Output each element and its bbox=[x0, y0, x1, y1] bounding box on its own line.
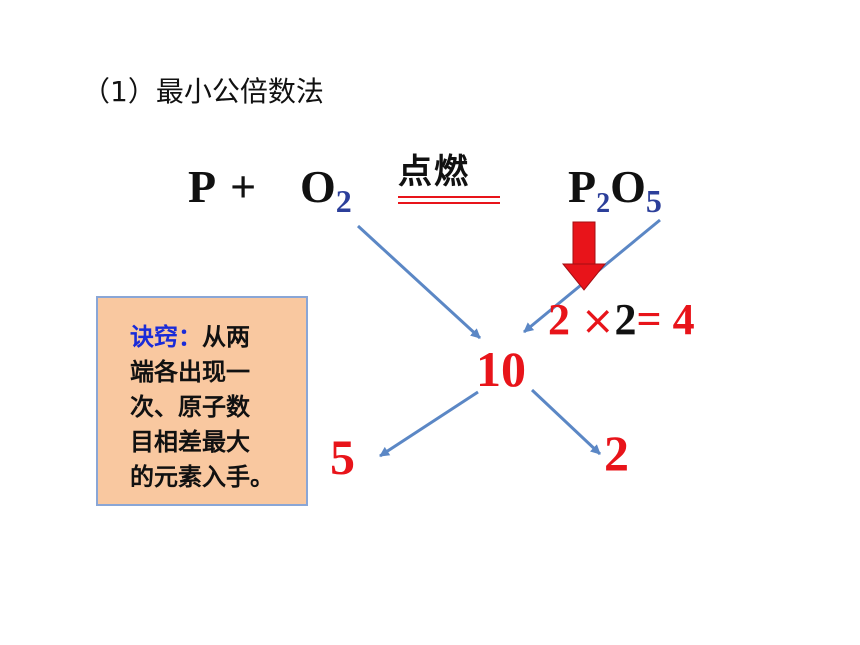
arrow-lcm-to-right bbox=[530, 388, 602, 456]
oxygen-symbol: O bbox=[300, 161, 336, 212]
calc-equals-sign: = bbox=[636, 295, 662, 344]
tip-line-1: 诀窍：从两 bbox=[130, 320, 296, 355]
reactant-oxygen: O2 bbox=[300, 160, 352, 220]
tip-line-2: 端各出现一 bbox=[130, 358, 250, 386]
section-title: （1）最小公倍数法 bbox=[82, 75, 324, 108]
reaction-condition: 点燃 bbox=[398, 152, 470, 192]
calc-factor-1: 2 bbox=[548, 295, 570, 344]
tip-line-5: 的元素入手。 bbox=[130, 463, 274, 491]
product-p-symbol: P bbox=[568, 161, 597, 212]
plus-sign: + bbox=[230, 161, 257, 212]
calc-times-sign: × bbox=[581, 298, 615, 344]
right-coefficient: 2 bbox=[604, 425, 629, 481]
product-p-subscript: 2 bbox=[596, 188, 611, 219]
product-o-subscript: 5 bbox=[645, 183, 662, 219]
tip-heading: 诀窍： bbox=[130, 323, 202, 351]
arrow-o2-to-lcm bbox=[356, 224, 482, 340]
calc-result: 4 bbox=[672, 295, 695, 344]
reactant-phosphorus: P bbox=[188, 161, 217, 212]
product-o-symbol: O bbox=[610, 161, 646, 212]
arrow-lcm-to-left bbox=[379, 390, 479, 458]
left-coefficient: 5 bbox=[330, 429, 355, 485]
tip-line-4: 目相差最大 bbox=[130, 428, 250, 456]
oxygen-subscript: 2 bbox=[335, 183, 352, 219]
least-common-multiple: 10 bbox=[476, 341, 526, 397]
product-diphosphorus-pentoxide: P2O5 bbox=[568, 160, 662, 220]
red-down-arrow bbox=[561, 221, 607, 291]
tip-box: 诀窍：从两 端各出现一 次、原子数 目相差最大 的元素入手。 bbox=[96, 296, 308, 506]
tip-line-1-text: 从两 bbox=[202, 323, 250, 351]
tip-line-3: 次、原子数 bbox=[130, 393, 250, 421]
calculation: 2 ×2= 4 bbox=[548, 294, 695, 345]
calc-factor-2: 2 bbox=[614, 295, 637, 344]
